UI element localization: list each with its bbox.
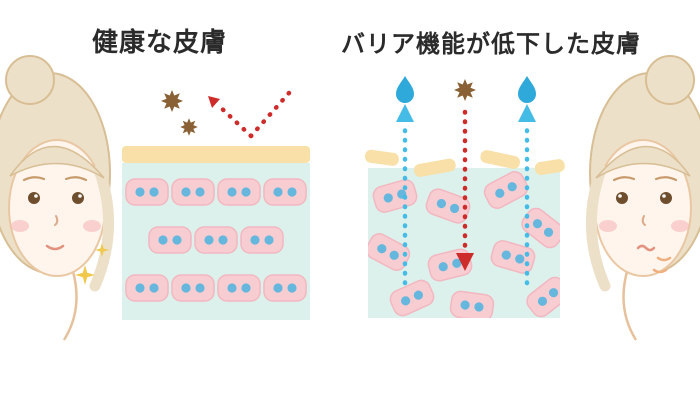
damaged-face-illustration	[590, 56, 700, 340]
worried-mouth	[636, 244, 656, 252]
moisture-escape-arrows	[402, 125, 530, 286]
healthy-face-illustration	[0, 56, 110, 340]
moisture-arrowhead	[396, 104, 414, 122]
face-base	[0, 56, 110, 340]
germ-icon	[454, 79, 476, 101]
droplet-icon	[518, 76, 536, 103]
moisture-arrowhead	[518, 104, 536, 122]
damaged-skin-panel	[364, 76, 565, 318]
germ-icon	[180, 118, 198, 136]
irritant-penetration-arrowhead	[456, 253, 474, 271]
title-damaged-skin: バリア機能が低下した皮膚	[341, 31, 641, 58]
healthy-barrier-layer	[122, 146, 310, 163]
droplet-icon	[396, 76, 414, 103]
stress-mark	[652, 268, 668, 274]
title-healthy-skin: 健康な皮膚	[92, 27, 228, 57]
irritant-bounce-arrow	[214, 90, 292, 139]
face-base	[590, 56, 700, 340]
smiling-mouth	[45, 244, 65, 251]
stress-mark	[656, 256, 672, 262]
germ-icon	[161, 90, 183, 112]
healthy-skin-panel	[122, 90, 310, 320]
irritant-bounce-arrowhead	[208, 96, 220, 108]
broken-barrier-fragments	[364, 149, 565, 177]
